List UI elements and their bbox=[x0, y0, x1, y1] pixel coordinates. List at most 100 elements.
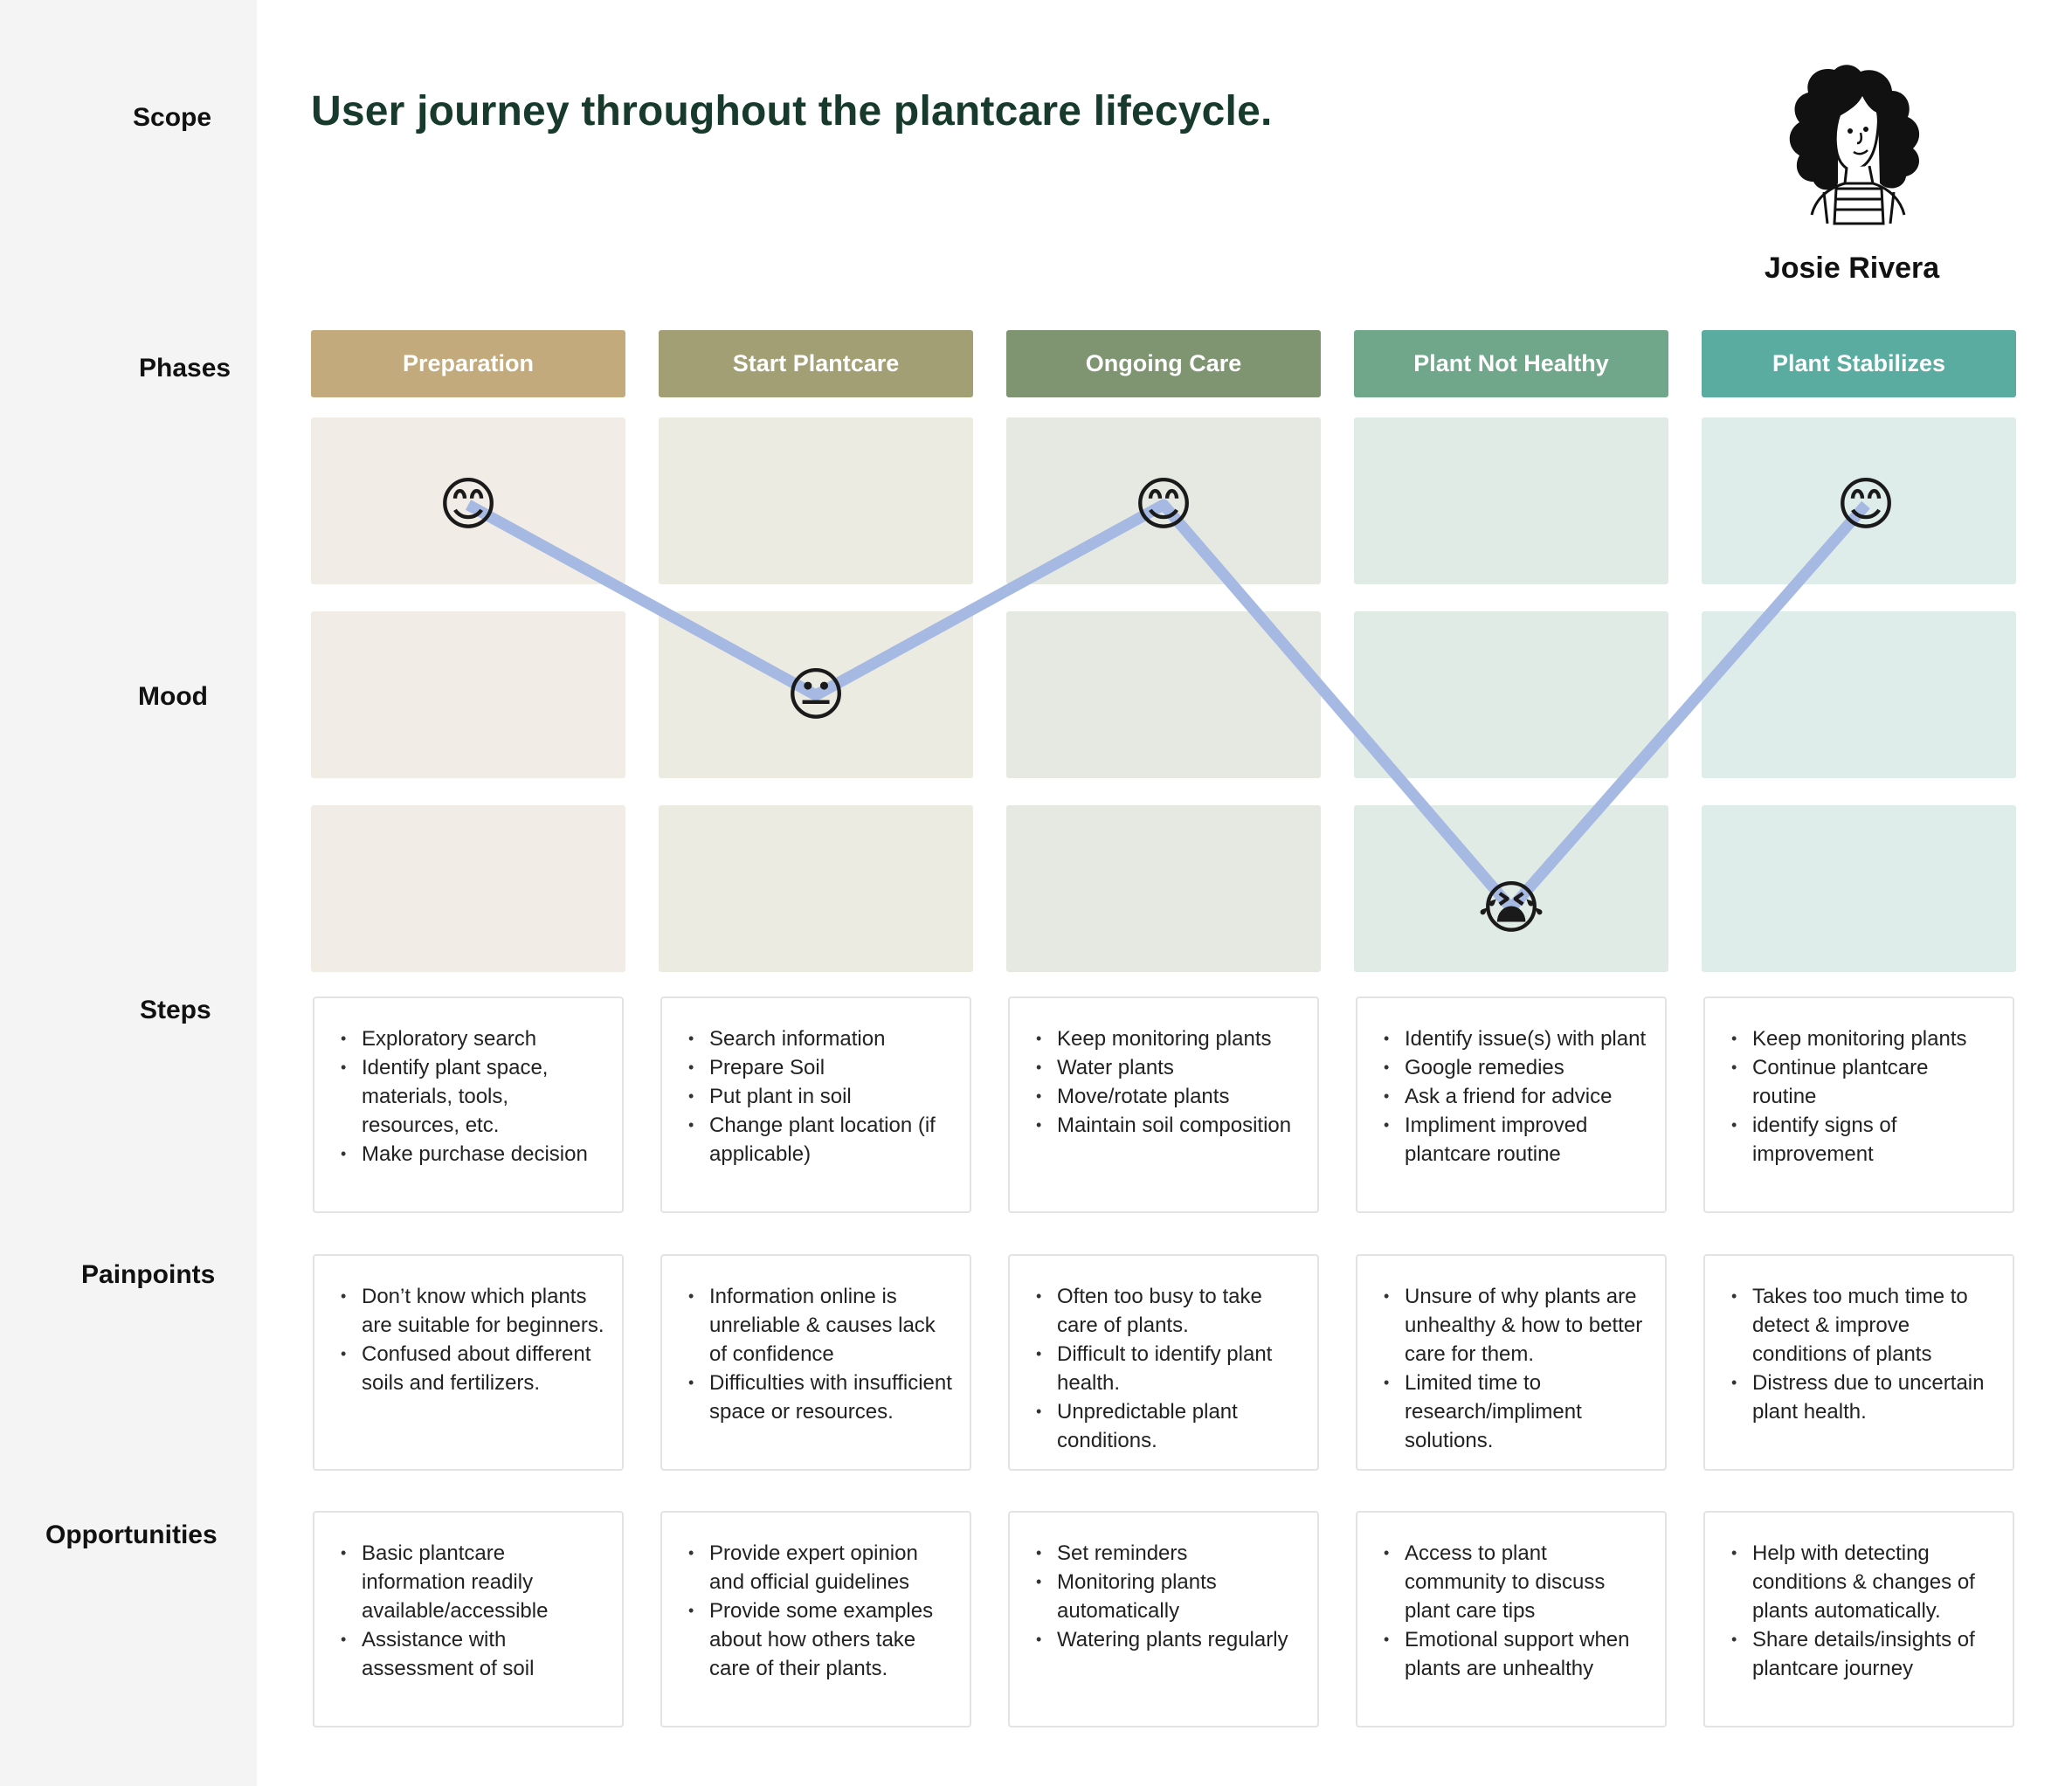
list-item: Share details/insights of plantcare jour… bbox=[1731, 1625, 1997, 1683]
persona-name: Josie Rivera bbox=[1764, 252, 1940, 285]
list-item: Information online is unreliable & cause… bbox=[688, 1282, 954, 1369]
painpoints-card: Takes too much time to detect & improve … bbox=[1703, 1254, 2014, 1471]
opportunities-card-list: Set remindersMonitoring plants automatic… bbox=[1031, 1539, 1302, 1654]
mood-emoji-icon: 😊 bbox=[1133, 471, 1194, 538]
painpoints-card: Unsure of why plants are unhealthy & how… bbox=[1356, 1254, 1667, 1471]
list-item: Help with detecting conditions & changes… bbox=[1731, 1539, 1997, 1625]
steps-card: Identify issue(s) with plantGoogle remed… bbox=[1356, 996, 1667, 1213]
list-item: Put plant in soil bbox=[688, 1082, 954, 1111]
row-label-opportunities: Opportunities bbox=[45, 1521, 218, 1549]
opportunities-card: Access to plant community to discuss pla… bbox=[1356, 1511, 1667, 1727]
phase-header: Preparation bbox=[311, 330, 625, 397]
row-label-mood: Mood bbox=[138, 682, 208, 711]
list-item: Assistance with assessment of soil bbox=[341, 1625, 606, 1683]
row-label-sidebar bbox=[0, 0, 257, 1786]
list-item: Keep monitoring plants bbox=[1036, 1024, 1302, 1053]
mood-cell bbox=[659, 417, 973, 584]
row-label-painpoints: Painpoints bbox=[81, 1260, 216, 1289]
opportunities-card: Basic plantcare information readily avai… bbox=[313, 1511, 624, 1727]
list-item: Google remedies bbox=[1384, 1053, 1649, 1082]
list-item: Identify issue(s) with plant bbox=[1384, 1024, 1649, 1053]
row-label-scope: Scope bbox=[133, 103, 212, 132]
list-item: Prepare Soil bbox=[688, 1053, 954, 1082]
opportunities-card-list: Basic plantcare information readily avai… bbox=[335, 1539, 606, 1683]
list-item: Often too busy to take care of plants. bbox=[1036, 1282, 1302, 1340]
painpoints-card-list: Unsure of why plants are unhealthy & how… bbox=[1378, 1282, 1649, 1455]
list-item: Don’t know which plants are suitable for… bbox=[341, 1282, 606, 1340]
list-item: Continue plantcare routine bbox=[1731, 1053, 1997, 1111]
mood-emoji-icon: 😊 bbox=[1835, 471, 1896, 538]
mood-cell bbox=[1006, 805, 1321, 972]
list-item: Ask a friend for advice bbox=[1384, 1082, 1649, 1111]
opportunities-card: Set remindersMonitoring plants automatic… bbox=[1008, 1511, 1319, 1727]
painpoints-card: Often too busy to take care of plants.Di… bbox=[1008, 1254, 1319, 1471]
mood-cell bbox=[1702, 611, 2016, 778]
steps-card-list: Exploratory searchIdentify plant space, … bbox=[335, 1024, 606, 1169]
list-item: Unpredictable plant conditions. bbox=[1036, 1397, 1302, 1455]
painpoints-card-list: Often too busy to take care of plants.Di… bbox=[1031, 1282, 1302, 1455]
opportunities-card-list: Help with detecting conditions & changes… bbox=[1726, 1539, 1997, 1683]
list-item: Move/rotate plants bbox=[1036, 1082, 1302, 1111]
list-item: Monitoring plants automatically bbox=[1036, 1568, 1302, 1625]
list-item: Distress due to uncertain plant health. bbox=[1731, 1369, 1997, 1426]
steps-card: Keep monitoring plantsWater plantsMove/r… bbox=[1008, 996, 1319, 1213]
row-label-steps: Steps bbox=[140, 996, 211, 1024]
list-item: Exploratory search bbox=[341, 1024, 606, 1053]
list-item: Impliment improved plantcare routine bbox=[1384, 1111, 1649, 1169]
list-item: Difficult to identify plant health. bbox=[1036, 1340, 1302, 1397]
painpoints-card-list: Takes too much time to detect & improve … bbox=[1726, 1282, 1997, 1426]
list-item: Maintain soil composition bbox=[1036, 1111, 1302, 1140]
mood-cell bbox=[1702, 805, 2016, 972]
list-item: Difficulties with insufficient space or … bbox=[688, 1369, 954, 1426]
persona: Josie Rivera bbox=[1738, 61, 1965, 297]
page-title: User journey throughout the plantcare li… bbox=[311, 88, 1273, 134]
list-item: identify signs of improvement bbox=[1731, 1111, 1997, 1169]
list-item: Keep monitoring plants bbox=[1731, 1024, 1997, 1053]
mood-cell bbox=[1354, 611, 1668, 778]
mood-cell bbox=[311, 611, 625, 778]
mood-cell bbox=[1006, 611, 1321, 778]
steps-card: Keep monitoring plantsContinue plantcare… bbox=[1703, 996, 2014, 1213]
list-item: Search information bbox=[688, 1024, 954, 1053]
row-label-phases: Phases bbox=[139, 354, 231, 383]
list-item: Provide some examples about how others t… bbox=[688, 1596, 954, 1683]
opportunities-card: Provide expert opinion and official guid… bbox=[660, 1511, 971, 1727]
phase-header: Plant Stabilizes bbox=[1702, 330, 2016, 397]
mood-emoji-icon: 😊 bbox=[438, 471, 499, 538]
list-item: Water plants bbox=[1036, 1053, 1302, 1082]
list-item: Change plant location (if applicable) bbox=[688, 1111, 954, 1169]
mood-emoji-icon: 😭 bbox=[1477, 874, 1545, 941]
list-item: Basic plantcare information readily avai… bbox=[341, 1539, 606, 1625]
mood-cell bbox=[659, 805, 973, 972]
opportunities-card: Help with detecting conditions & changes… bbox=[1703, 1511, 2014, 1727]
steps-card-list: Identify issue(s) with plantGoogle remed… bbox=[1378, 1024, 1649, 1169]
list-item: Limited time to research/impliment solut… bbox=[1384, 1369, 1649, 1455]
steps-card-list: Keep monitoring plantsWater plantsMove/r… bbox=[1031, 1024, 1302, 1140]
steps-card: Exploratory searchIdentify plant space, … bbox=[313, 996, 624, 1213]
person-curly-hair-illustration bbox=[1789, 65, 1920, 225]
opportunities-card-list: Access to plant community to discuss pla… bbox=[1378, 1539, 1649, 1683]
steps-card-list: Search informationPrepare SoilPut plant … bbox=[683, 1024, 954, 1169]
list-item: Watering plants regularly bbox=[1036, 1625, 1302, 1654]
painpoints-card: Information online is unreliable & cause… bbox=[660, 1254, 971, 1471]
phase-header: Plant Not Healthy bbox=[1354, 330, 1668, 397]
painpoints-card-list: Information online is unreliable & cause… bbox=[683, 1282, 954, 1426]
list-item: Provide expert opinion and official guid… bbox=[688, 1539, 954, 1596]
painpoints-card: Don’t know which plants are suitable for… bbox=[313, 1254, 624, 1471]
list-item: Confused about different soils and ferti… bbox=[341, 1340, 606, 1397]
list-item: Set reminders bbox=[1036, 1539, 1302, 1568]
phase-header: Ongoing Care bbox=[1006, 330, 1321, 397]
steps-card: Search informationPrepare SoilPut plant … bbox=[660, 996, 971, 1213]
phase-header: Start Plantcare bbox=[659, 330, 973, 397]
opportunities-card-list: Provide expert opinion and official guid… bbox=[683, 1539, 954, 1683]
mood-cell bbox=[1354, 417, 1668, 584]
list-item: Unsure of why plants are unhealthy & how… bbox=[1384, 1282, 1649, 1369]
list-item: Access to plant community to discuss pla… bbox=[1384, 1539, 1649, 1625]
list-item: Takes too much time to detect & improve … bbox=[1731, 1282, 1997, 1369]
mood-emoji-icon: 😐 bbox=[785, 661, 846, 728]
list-item: Make purchase decision bbox=[341, 1140, 606, 1169]
list-item: Emotional support when plants are unheal… bbox=[1384, 1625, 1649, 1683]
list-item: Identify plant space, materials, tools, … bbox=[341, 1053, 606, 1140]
steps-card-list: Keep monitoring plantsContinue plantcare… bbox=[1726, 1024, 1997, 1169]
mood-cell bbox=[311, 805, 625, 972]
